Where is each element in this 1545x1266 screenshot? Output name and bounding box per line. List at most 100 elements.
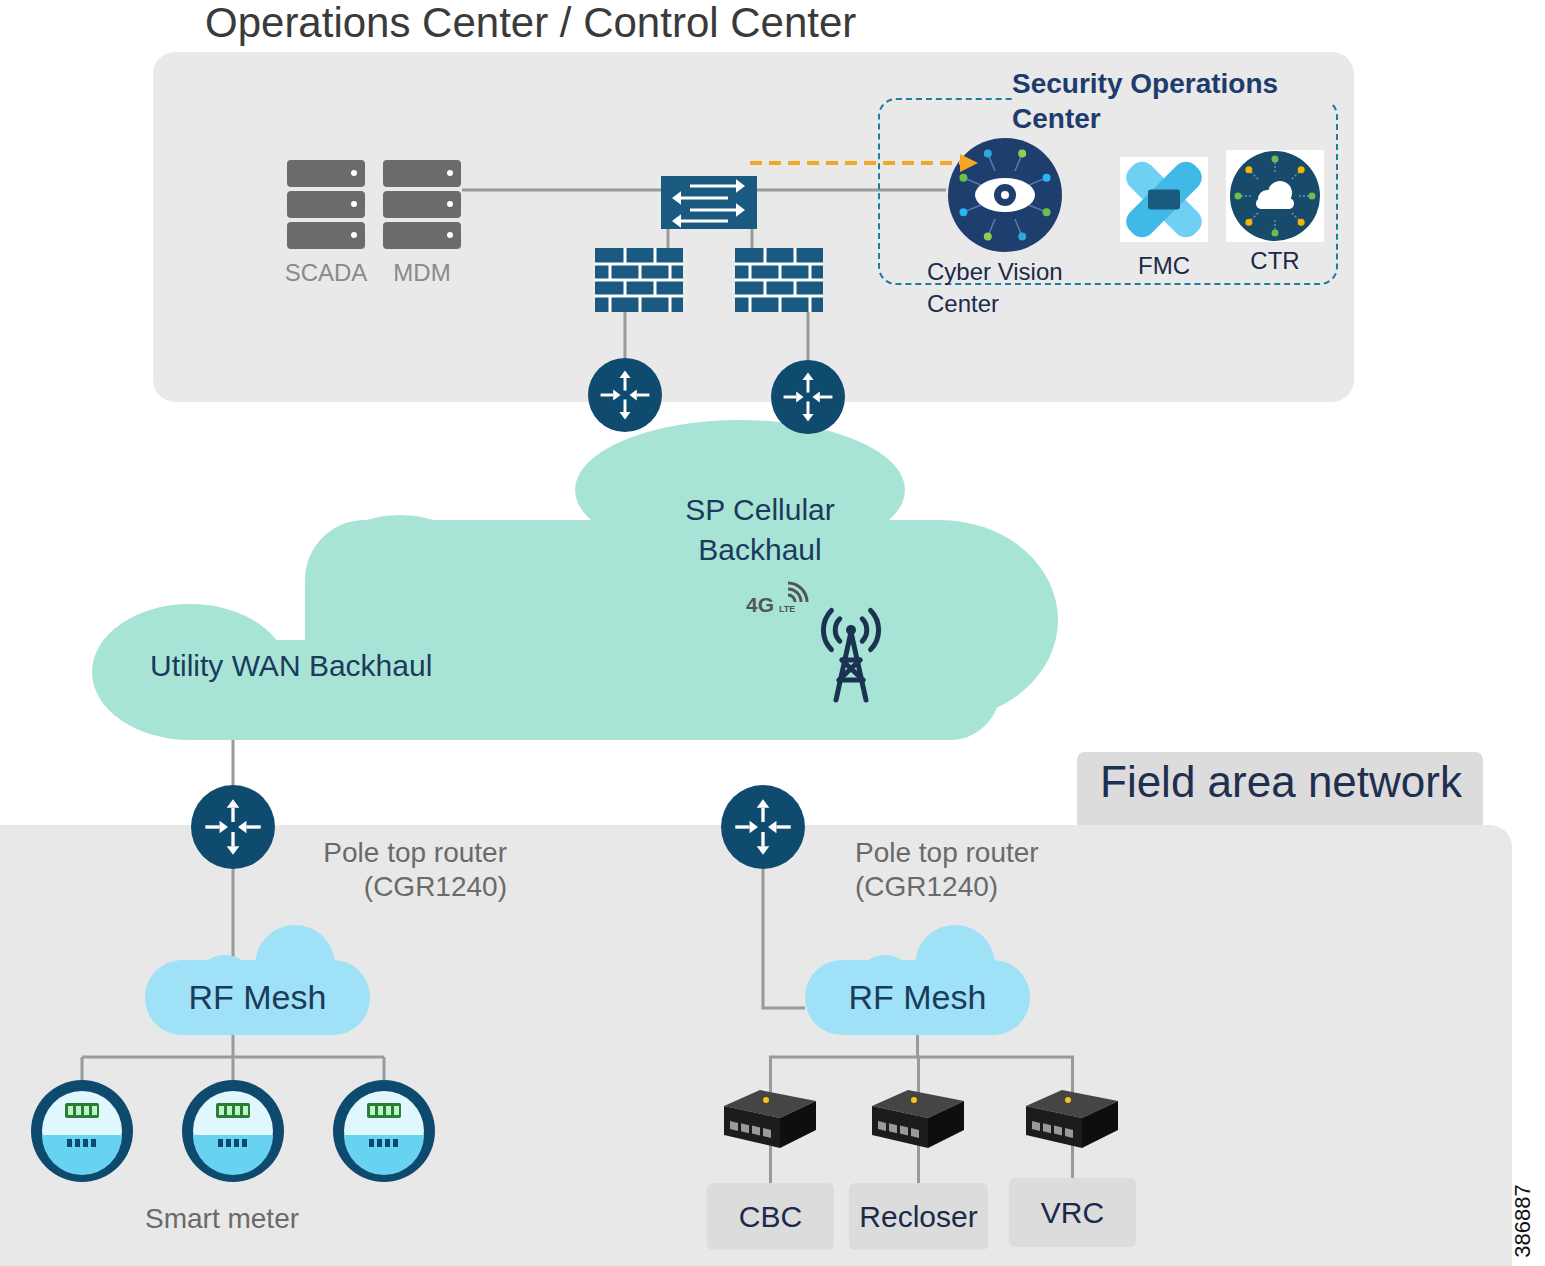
arrow-shaft	[637, 394, 650, 397]
meter-ring	[31, 1080, 133, 1182]
tower-strut	[839, 660, 860, 680]
wire-line	[807, 312, 810, 362]
firewall-brick-line	[624, 248, 627, 264]
network-link	[232, 740, 235, 785]
network-link	[763, 869, 805, 1008]
meter-digit	[76, 1106, 81, 1115]
arrow-shaft	[681, 220, 728, 223]
eye-glint	[1001, 191, 1009, 199]
pole-top-router: Pole top router (CGR1240)	[191, 785, 275, 869]
server-icon	[287, 160, 365, 249]
server-led	[447, 232, 453, 238]
meter-dot	[226, 1139, 231, 1147]
field-device-icon	[724, 1090, 816, 1148]
node-label: CBC	[739, 1199, 802, 1235]
meter-face	[42, 1091, 122, 1171]
arrow-shaft	[681, 197, 728, 200]
firewall-brick-line	[764, 248, 767, 264]
node-label: SP Cellular Backhaul	[650, 490, 870, 570]
icon-dot	[1309, 193, 1316, 200]
arrow-head	[227, 846, 240, 854]
cloud-lobe	[822, 520, 1058, 720]
server-led	[351, 201, 357, 207]
arrow-head	[768, 821, 776, 834]
tower-top	[846, 625, 856, 635]
device-top	[1026, 1090, 1118, 1118]
arrow-shaft	[807, 380, 810, 393]
icon-dot	[984, 233, 992, 241]
ctr-icon-node: CTR	[1226, 150, 1324, 242]
wire-line	[757, 189, 946, 192]
icon-ray	[1292, 172, 1299, 179]
firewall-brick-line	[654, 280, 657, 296]
node-label: VRC	[1041, 1195, 1104, 1231]
firewall-body	[735, 248, 823, 312]
node-label: Pole top router (CGR1240)	[855, 836, 1075, 904]
icon-dot	[1043, 174, 1051, 182]
network-badge: LTE	[779, 604, 795, 615]
arrow-head	[736, 179, 745, 193]
node-label: Recloser	[859, 1199, 977, 1235]
device-front	[724, 1106, 780, 1148]
icon-ray	[1299, 195, 1309, 197]
icon-dot	[1245, 166, 1252, 173]
arrow-head	[802, 373, 813, 380]
icon-disc	[1230, 151, 1320, 241]
meter-digit	[394, 1106, 399, 1115]
icon-ray	[1274, 220, 1276, 230]
firewall-brick-line	[749, 264, 752, 280]
rf-mesh: RF Mesh	[805, 925, 1030, 1035]
arrow-head	[672, 214, 681, 228]
meter-dot	[91, 1139, 96, 1147]
meter-display	[367, 1103, 401, 1118]
fmc-icon-node: FMC	[1120, 157, 1208, 242]
node-label: MDM	[362, 258, 482, 287]
arrow-head	[796, 391, 803, 402]
arrow-shaft	[735, 825, 749, 828]
panel-heading: Operations Center / Control Center	[205, 0, 856, 48]
device-port	[763, 1128, 771, 1138]
meter-ring	[182, 1080, 284, 1182]
firewall-brick-line	[609, 296, 612, 312]
arrow-shaft	[601, 394, 614, 397]
device-port	[1065, 1128, 1073, 1138]
icon-dot	[1043, 208, 1051, 216]
arrow-shaft	[776, 825, 790, 828]
ctr-icon	[1226, 150, 1324, 242]
firewall-brick-line	[639, 264, 642, 280]
signal-arc	[788, 589, 801, 602]
arrow-shaft	[246, 825, 260, 828]
arrow-shaft	[820, 396, 833, 399]
icon-dot	[959, 174, 967, 182]
field-device-icon	[872, 1090, 964, 1148]
eye-iris	[994, 184, 1016, 206]
firewall-brick-line	[809, 264, 812, 280]
router-circle	[588, 358, 662, 432]
firewall	[735, 248, 823, 312]
network-link	[771, 1035, 918, 1183]
meter-dot	[377, 1139, 382, 1147]
device-box: VRC	[1009, 1178, 1136, 1247]
meter-display	[65, 1103, 99, 1118]
arrow-head	[227, 799, 240, 807]
icon-dot	[1298, 166, 1305, 173]
meter-dot	[393, 1139, 398, 1147]
radio-wave	[862, 619, 867, 641]
server-unit	[287, 191, 365, 218]
arrow-shaft	[784, 396, 797, 399]
arrow-shaft	[761, 808, 764, 822]
firewall-brick-line	[624, 280, 627, 296]
arrow-shaft	[807, 401, 810, 414]
arrow-head	[750, 821, 758, 834]
meter-digit	[235, 1106, 240, 1115]
device-front	[1026, 1106, 1082, 1148]
network-badge: 4G	[746, 592, 774, 617]
meter-dot	[385, 1139, 390, 1147]
meter-digit	[243, 1106, 248, 1115]
server-unit	[287, 222, 365, 249]
device-top	[872, 1090, 964, 1118]
icon-ray	[1241, 195, 1251, 197]
device-caption: Smart meter	[145, 1202, 299, 1236]
meter-dot	[218, 1139, 223, 1147]
smart-meter-icon	[333, 1080, 435, 1182]
